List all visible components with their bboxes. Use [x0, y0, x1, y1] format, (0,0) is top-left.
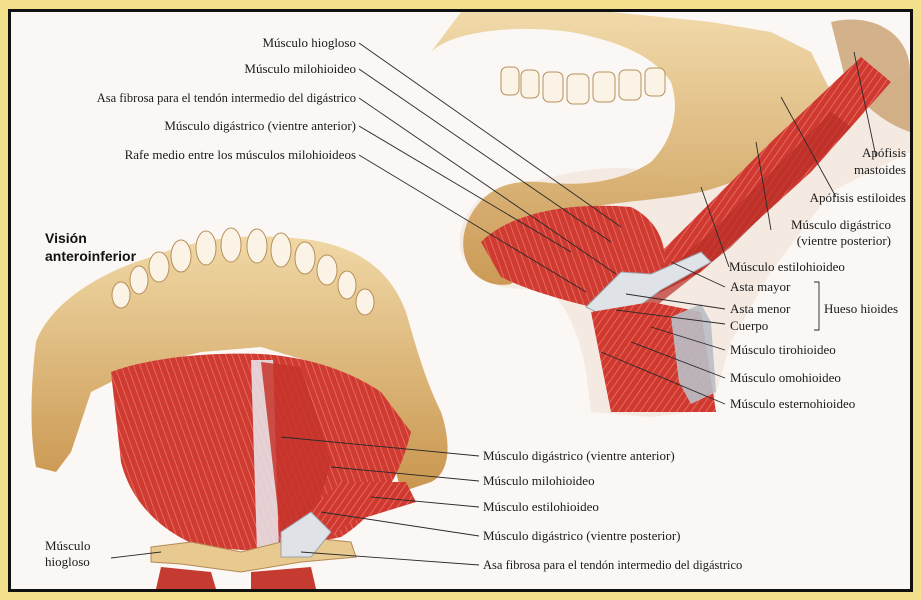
label-asta-menor: Asta menor — [730, 301, 791, 316]
label-milohioideo: Músculo milohioideo — [244, 61, 356, 76]
label-apofisis-mastoides-1: Apófisis — [862, 145, 906, 160]
label-hueso-hioides: Hueso hioides — [824, 301, 898, 316]
label-omohioideo: Músculo omohioideo — [730, 370, 841, 385]
label-inf-hiogloso-2: hiogloso — [45, 554, 90, 569]
label-apofisis-mastoides-2: mastoides — [854, 162, 906, 177]
label-asta-mayor: Asta mayor — [730, 279, 791, 294]
label-hiogloso: Músculo hiogloso — [262, 35, 356, 50]
teeth-lateral — [501, 67, 665, 104]
label-cuerpo: Cuerpo — [730, 318, 768, 333]
illustration-panel: Músculo hiogloso Músculo milohioideo Asa… — [11, 12, 910, 589]
label-asa-fibrosa: Asa fibrosa para el tendón intermedio de… — [97, 91, 356, 105]
view-title-line1: Visión — [45, 230, 87, 246]
label-estilohioideo: Músculo estilohioideo — [729, 259, 845, 274]
label-inf-digastrico-anterior: Músculo digástrico (vientre anterior) — [483, 448, 675, 463]
label-esternohioideo: Músculo esternohioideo — [730, 396, 855, 411]
label-digastrico-posterior-1: Músculo digástrico — [791, 217, 891, 232]
label-inf-estilohioideo: Músculo estilohioideo — [483, 499, 599, 514]
label-inf-hiogloso-1: Músculo — [45, 538, 91, 553]
anatomy-illustration: Músculo hiogloso Músculo milohioideo Asa… — [11, 12, 910, 589]
label-inf-digastrico-posterior: Músculo digástrico (vientre posterior) — [483, 528, 680, 543]
label-tirohioideo: Músculo tirohioideo — [730, 342, 836, 357]
label-inf-asa-fibrosa: Asa fibrosa para el tendón intermedio de… — [483, 558, 742, 572]
label-digastrico-anterior: Músculo digástrico (vientre anterior) — [164, 118, 356, 133]
label-inf-milohioideo: Músculo milohioideo — [483, 473, 595, 488]
label-apofisis-estiloides: Apófisis estiloides — [810, 190, 906, 205]
inferior-view-figure — [31, 228, 447, 589]
view-title-line2: anteroinferior — [45, 248, 137, 264]
label-rafe-medio: Rafe medio entre los músculos milohioide… — [125, 147, 356, 162]
label-digastrico-posterior-2: (vientre posterior) — [797, 233, 891, 248]
